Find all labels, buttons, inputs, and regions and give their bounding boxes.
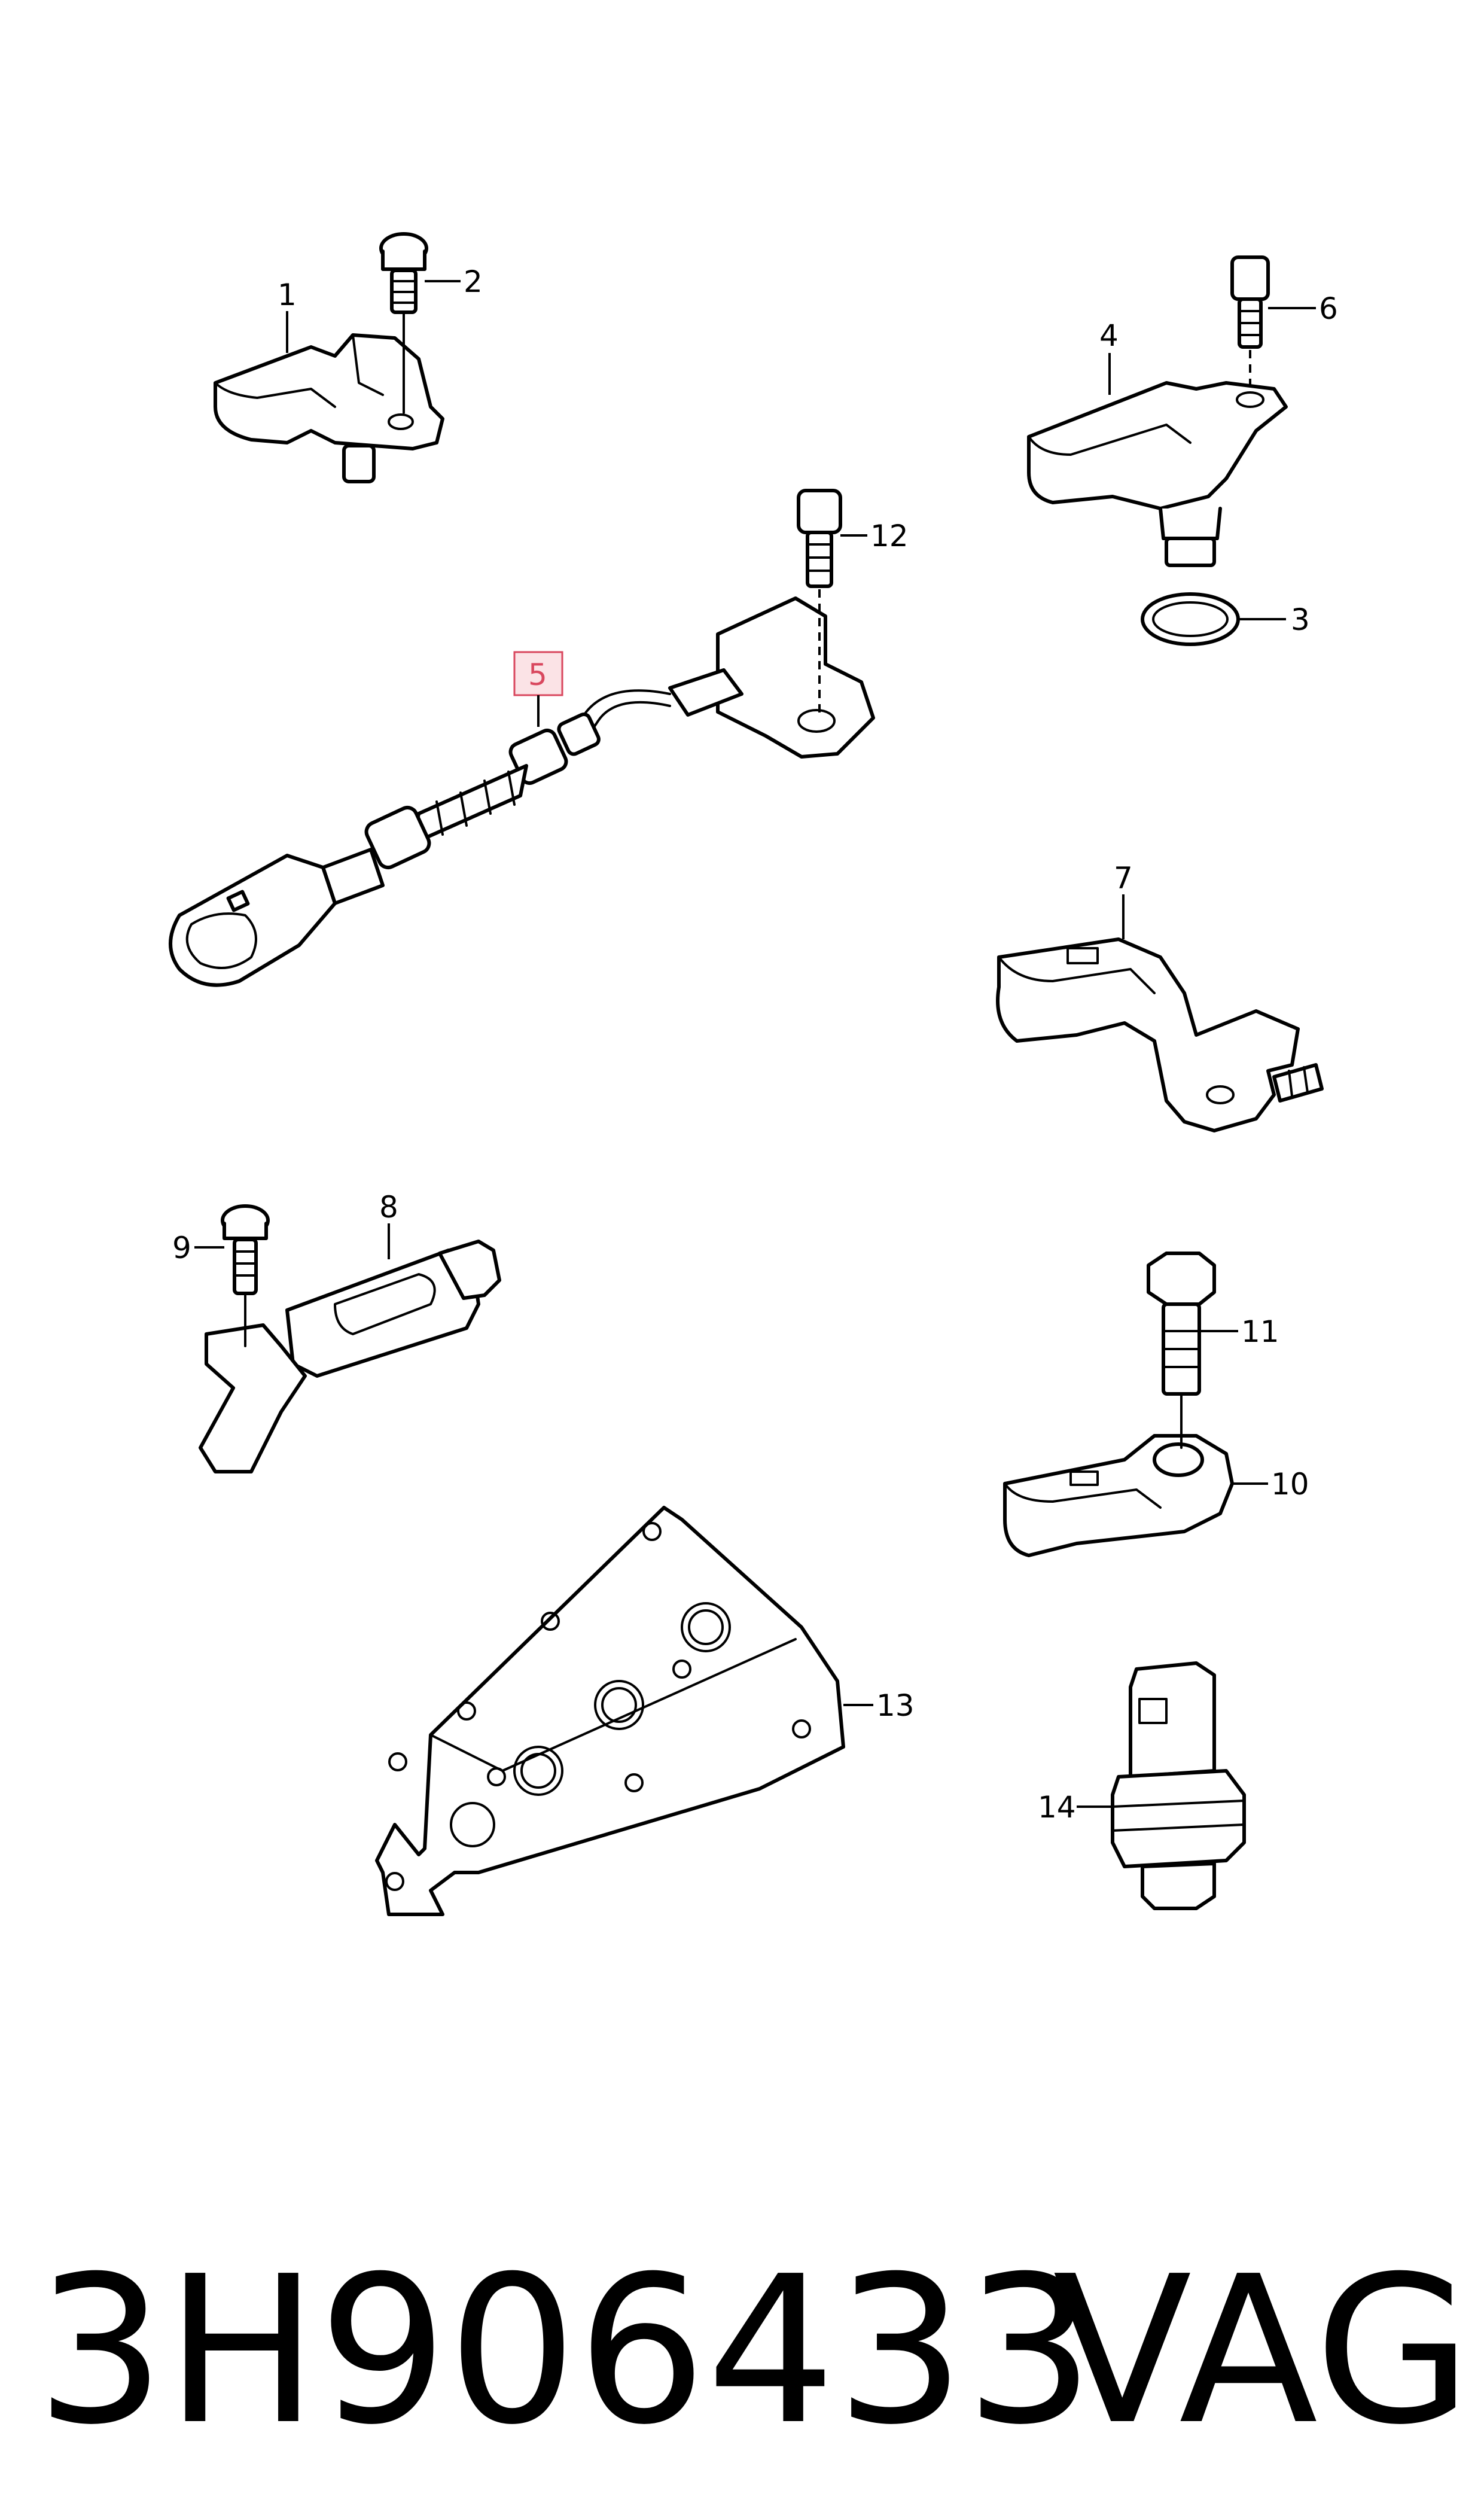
callout-4: 4 bbox=[1099, 318, 1119, 395]
part-1-sensor[interactable] bbox=[214, 333, 444, 483]
part-4-sensor[interactable] bbox=[1027, 381, 1288, 567]
callout-7: 7 bbox=[1114, 861, 1133, 939]
callout-14: 14 bbox=[1038, 1790, 1113, 1825]
callout-9: 9 bbox=[172, 1231, 224, 1265]
callout-5-highlighted[interactable]: 5 bbox=[513, 651, 563, 727]
part-6-screw[interactable] bbox=[1230, 255, 1270, 392]
svg-text:12: 12 bbox=[870, 519, 909, 553]
part-11-bolt[interactable] bbox=[1147, 1252, 1216, 1449]
part-9-screw[interactable] bbox=[221, 1204, 270, 1347]
callout-6: 6 bbox=[1268, 291, 1338, 326]
callout-13: 13 bbox=[843, 1688, 915, 1723]
svg-text:13: 13 bbox=[876, 1688, 915, 1723]
part-2-screw[interactable] bbox=[379, 232, 428, 414]
svg-text:4: 4 bbox=[1099, 318, 1119, 353]
part-14-switch[interactable] bbox=[1111, 1661, 1246, 1910]
part-5-sensor-with-cable[interactable] bbox=[169, 596, 875, 987]
part-3-o-ring[interactable] bbox=[1141, 592, 1240, 646]
svg-text:5: 5 bbox=[528, 657, 547, 692]
part-13-bracket[interactable] bbox=[375, 1506, 845, 1916]
part-12-screw[interactable] bbox=[797, 489, 842, 715]
svg-text:14: 14 bbox=[1038, 1790, 1076, 1825]
part-7-sensor[interactable] bbox=[996, 937, 1324, 1132]
callout-1: 1 bbox=[278, 278, 297, 353]
callout-10: 10 bbox=[1232, 1467, 1309, 1502]
callout-12: 12 bbox=[840, 519, 909, 553]
svg-text:7: 7 bbox=[1114, 861, 1133, 896]
callout-3: 3 bbox=[1238, 602, 1310, 637]
svg-text:6: 6 bbox=[1319, 291, 1338, 326]
brand-label: VAG bbox=[1053, 2233, 1472, 2470]
svg-text:11: 11 bbox=[1241, 1314, 1279, 1349]
part-10-sensor[interactable] bbox=[1003, 1434, 1234, 1557]
svg-text:1: 1 bbox=[278, 278, 297, 312]
svg-text:3: 3 bbox=[1291, 602, 1310, 637]
part-number: 3H906433 bbox=[36, 2233, 1095, 2470]
svg-text:8: 8 bbox=[379, 1190, 398, 1225]
svg-text:2: 2 bbox=[464, 264, 483, 299]
callout-11: 11 bbox=[1199, 1314, 1279, 1349]
callout-2: 2 bbox=[425, 264, 483, 299]
callout-8: 8 bbox=[379, 1190, 398, 1259]
part-8-sensor[interactable] bbox=[199, 1240, 501, 1473]
svg-text:9: 9 bbox=[172, 1231, 191, 1265]
svg-text:10: 10 bbox=[1271, 1467, 1309, 1502]
